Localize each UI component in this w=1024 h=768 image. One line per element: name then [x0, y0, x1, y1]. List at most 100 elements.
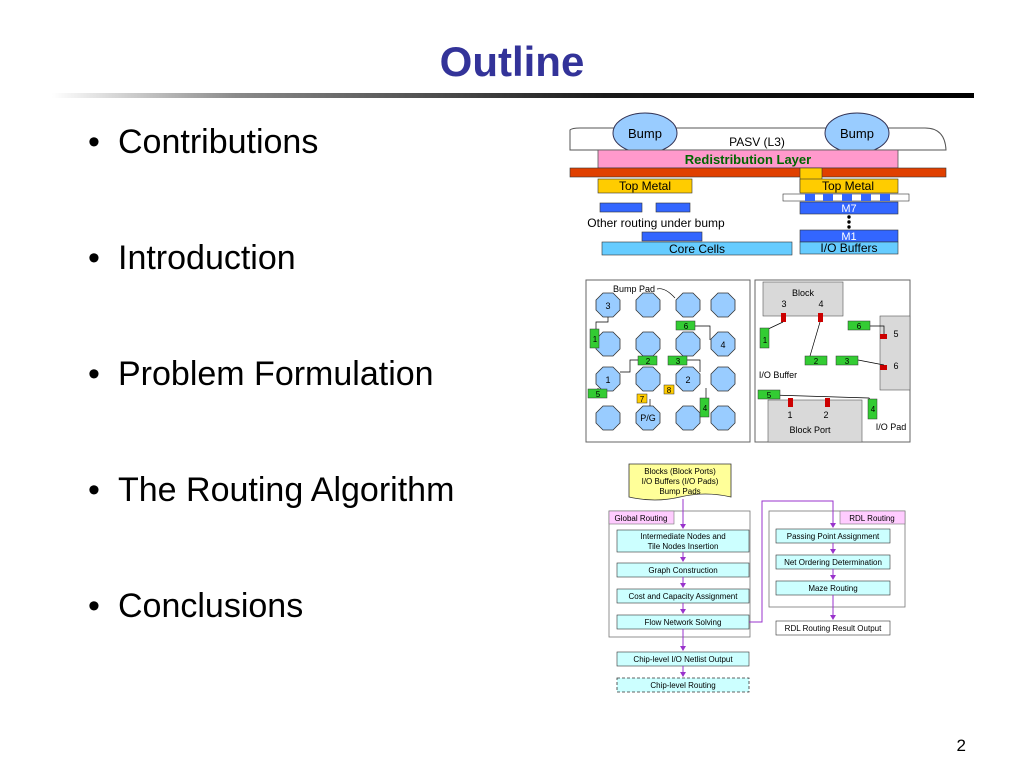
bump-pad-pointer	[656, 288, 676, 299]
bullet-text: Conclusions	[118, 587, 304, 625]
via-block	[805, 194, 815, 201]
bump-pad	[635, 331, 661, 357]
bullet-dot-icon: •	[88, 587, 100, 625]
via-block	[823, 194, 833, 201]
green-label-1: 1	[593, 335, 598, 344]
green-io-label-4: 4	[871, 405, 876, 414]
step-intermediate-line-1: Intermediate Nodes and	[640, 532, 725, 541]
green-cell-2	[637, 355, 658, 366]
bump-pad	[675, 292, 701, 318]
yellow-label-8: 8	[667, 386, 672, 395]
step-flow-label: Flow Network Solving	[645, 618, 722, 627]
green-io-label-6: 6	[857, 322, 862, 331]
chip-cross-section-figure: PASV (L3) Bump Bump Redistribution Layer…	[569, 112, 947, 256]
step-passing-label: Passing Point Assignment	[787, 532, 880, 541]
input-line-3: Bump Pads	[659, 487, 700, 496]
step-net-order-label: Net Ordering Determination	[784, 558, 882, 567]
core-cells-label: Core Cells	[669, 242, 725, 256]
green-cell-3	[667, 355, 688, 366]
bump-right-label: Bump	[840, 126, 874, 141]
green-io-6	[847, 320, 871, 331]
bullet-text: Contributions	[118, 123, 319, 161]
io-pad-caption: I/O Pad	[876, 422, 907, 432]
bump-pad	[675, 405, 701, 431]
pad-label-2: 2	[685, 375, 690, 385]
green-cell-4	[699, 397, 710, 418]
bullet-text: The Routing Algorithm	[118, 471, 455, 509]
core-cells-layer	[601, 241, 793, 256]
green-io-1	[759, 327, 770, 349]
input-line-2: I/O Buffers (I/O Pads)	[642, 477, 719, 486]
bump-left-label: Bump	[628, 126, 662, 141]
m7-layer	[799, 201, 899, 215]
green-cell-5	[587, 388, 608, 399]
green-io-2	[804, 355, 828, 366]
step-maze-label: Maze Routing	[808, 584, 857, 593]
other-routing-metal-2	[655, 202, 691, 213]
bump-pad-4	[710, 331, 736, 357]
side-label-6: 6	[893, 361, 898, 371]
pad-label-1: 1	[605, 375, 610, 385]
global-routing-header	[608, 510, 675, 525]
input-line-1: Blocks (Block Ports)	[644, 467, 716, 476]
io-block-right	[879, 315, 911, 391]
pad-label-3: 3	[605, 301, 610, 311]
green-io-label-5: 5	[767, 391, 772, 400]
bullet-dot-icon: •	[88, 239, 100, 277]
yellow-label-7: 7	[640, 395, 645, 404]
step-cost-label: Cost and Capacity Assignment	[629, 592, 739, 601]
red-port	[781, 313, 786, 322]
other-routing-metal-3	[641, 231, 703, 242]
red-port	[825, 398, 830, 407]
bump-pad-1	[595, 366, 621, 392]
bump-pad-pg	[635, 405, 661, 431]
bump-pad	[710, 405, 736, 431]
slide-title: Outline	[439, 38, 585, 85]
m1-label: M1	[841, 231, 856, 243]
bullet-text: Problem Formulation	[118, 355, 434, 393]
block-port-bottom-2: 2	[823, 410, 828, 420]
green-io-4	[867, 398, 878, 420]
bump-pad-2	[675, 366, 701, 392]
chip-routing-label: Chip-level Routing	[650, 681, 715, 690]
page-number: 2	[956, 736, 966, 755]
green-label-4: 4	[703, 404, 708, 413]
green-label-5: 5	[596, 390, 601, 399]
green-io-3	[835, 355, 859, 366]
bump-pad	[635, 292, 661, 318]
block-port-area	[767, 399, 863, 443]
red-port	[818, 313, 823, 322]
ellipsis-dot	[847, 215, 851, 219]
bullet-dot-icon: •	[88, 471, 100, 509]
ellipsis-dot	[847, 225, 851, 229]
chip-netlist-label: Chip-level I/O Netlist Output	[633, 655, 733, 664]
bullet-dot-icon: •	[88, 355, 100, 393]
top-metal-right	[799, 178, 899, 194]
title-underline	[52, 93, 974, 98]
block-port-top-4: 4	[818, 299, 823, 309]
block-port-bottom-1: 1	[787, 410, 792, 420]
red-port	[788, 398, 793, 407]
top-metal-left-label: Top Metal	[619, 179, 671, 193]
chip-layout-figure: Bump Pad 3 4 1 2 P/G 6 2 3 5 4 1 7 8 Blo…	[585, 279, 911, 443]
other-routing-label: Other routing under bump	[587, 216, 725, 230]
green-label-3: 3	[676, 357, 681, 366]
rdl-output-box	[775, 620, 891, 636]
bump-pad	[635, 366, 661, 392]
arrow-heads	[680, 523, 836, 677]
routing-flow-chart: Blocks (Block Ports) I/O Buffers (I/O Pa…	[608, 463, 906, 693]
pasv-label: PASV (L3)	[729, 135, 785, 149]
pad-label-pg: P/G	[640, 413, 656, 423]
red-port	[880, 365, 887, 370]
bump-pad	[595, 405, 621, 431]
green-io-5	[757, 389, 781, 400]
red-port	[880, 334, 887, 339]
io-buffer-caption: I/O Buffer	[759, 370, 797, 380]
block-port-caption: Block Port	[789, 425, 831, 435]
yellow-cell-8	[663, 384, 675, 395]
global-routing-label: Global Routing	[615, 514, 668, 523]
step-intermediate-line-2: Tile Nodes Insertion	[648, 542, 719, 551]
via-block	[861, 194, 871, 201]
green-io-label-3: 3	[845, 357, 850, 366]
green-cell-6	[675, 320, 696, 331]
